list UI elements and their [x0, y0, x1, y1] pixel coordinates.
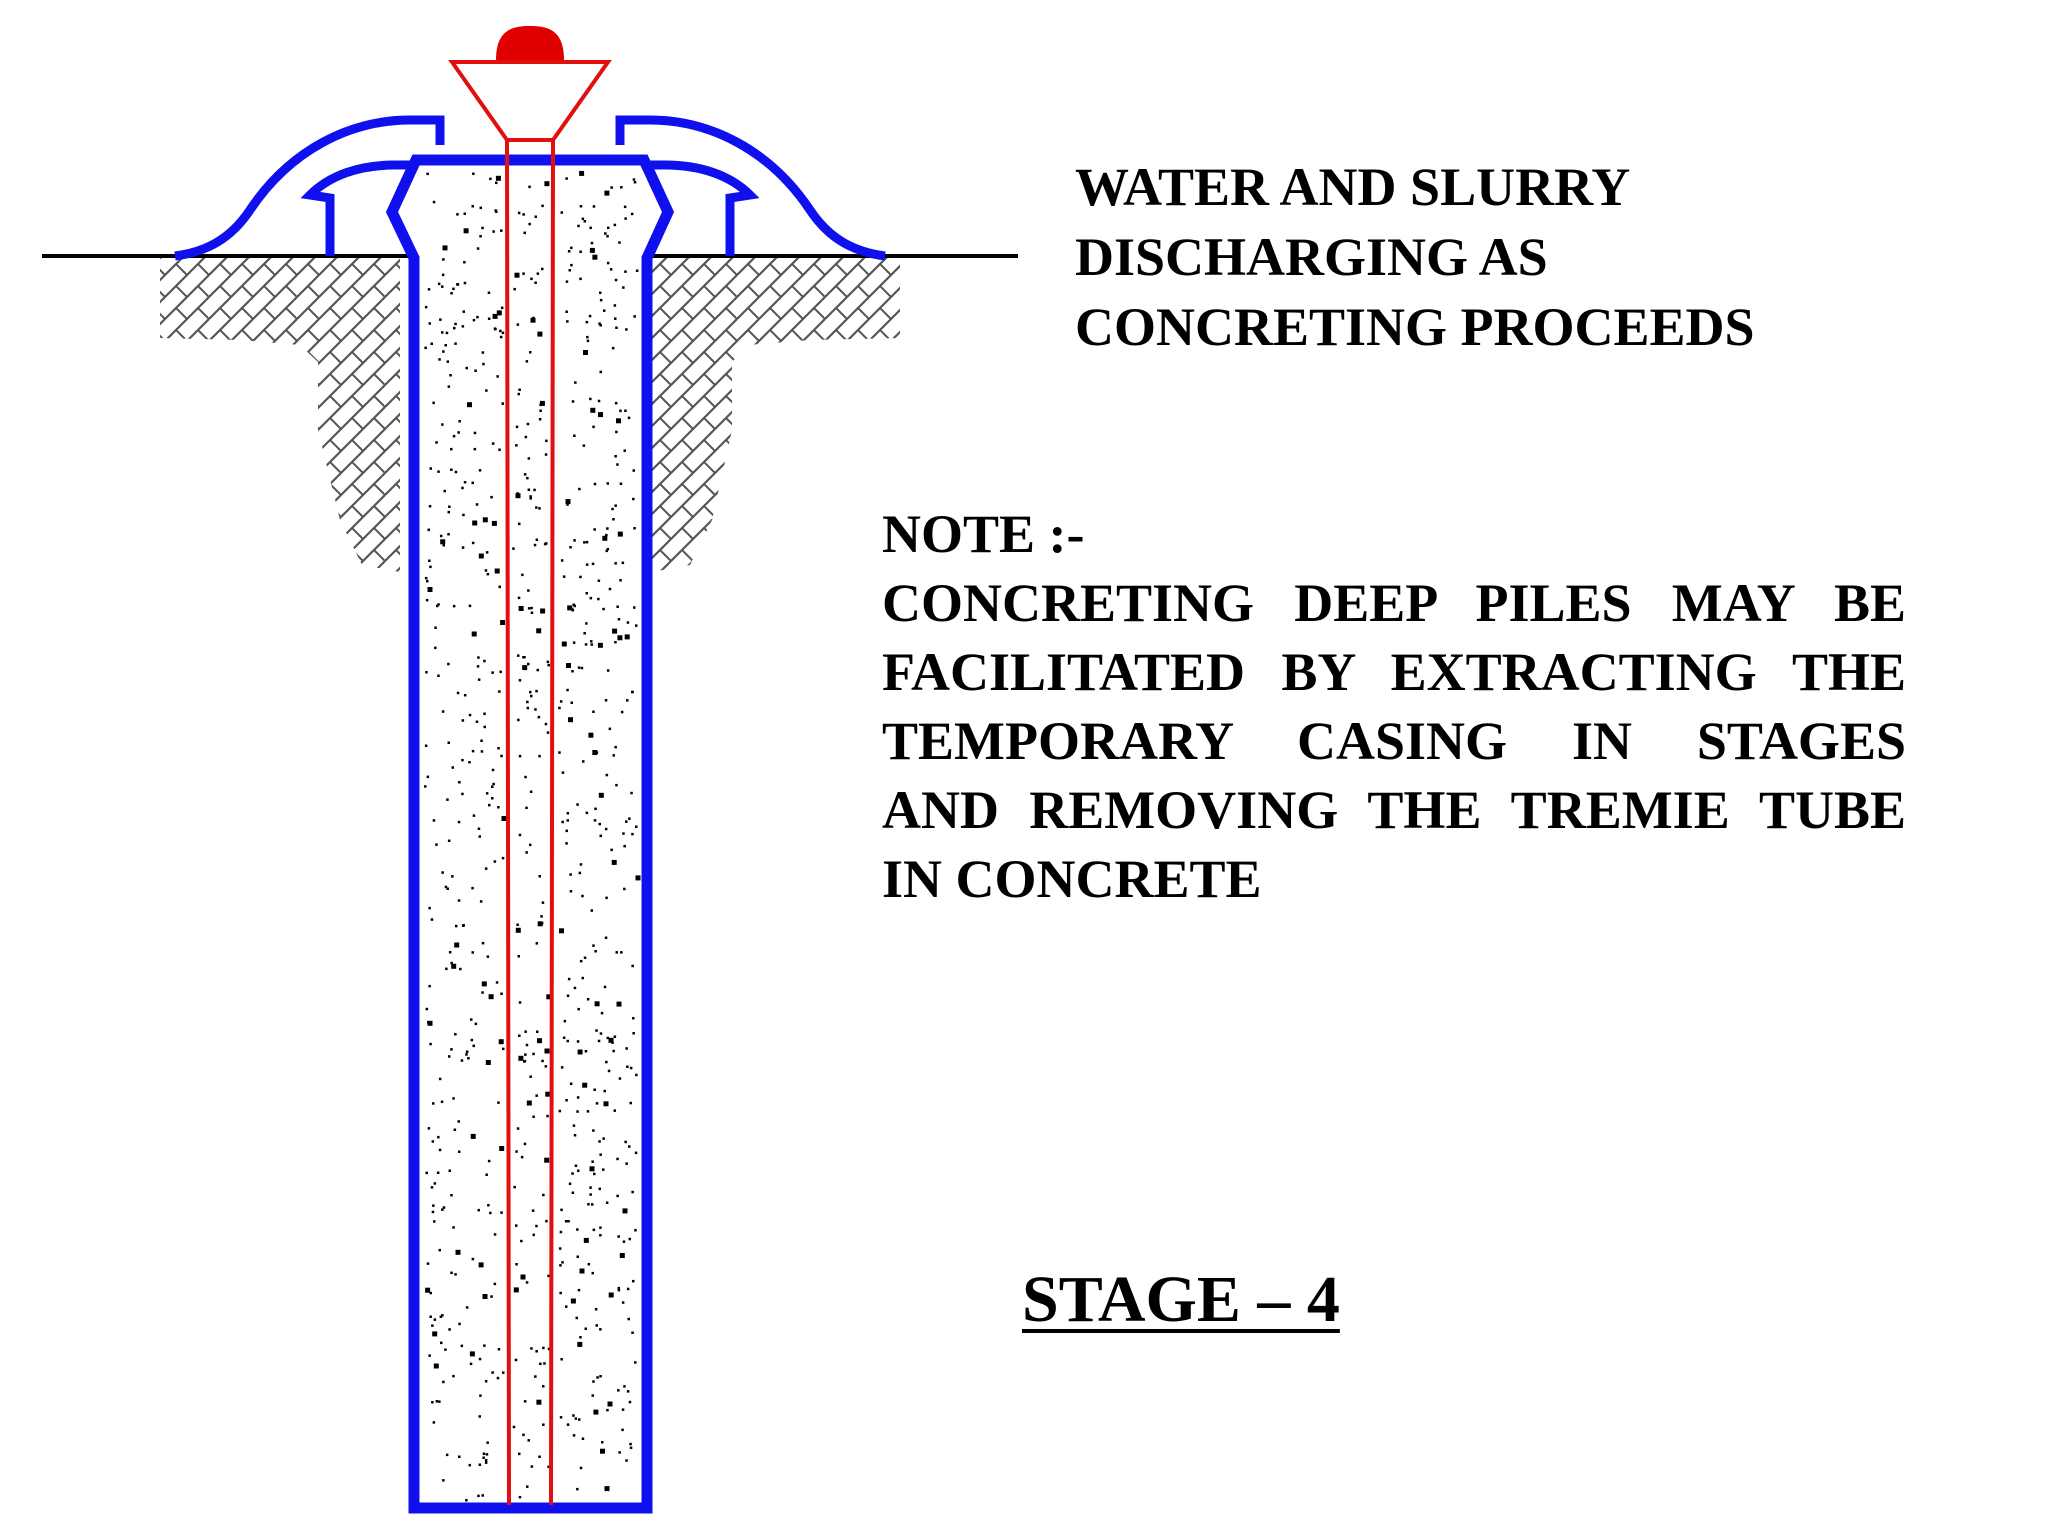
- tremie-tube-left-wall: [505, 139, 511, 1506]
- note-title: NOTE :-: [882, 504, 1085, 564]
- note-line: CONCRETING DEEP PILES MAY BE: [882, 573, 1906, 633]
- right-slurry-channel: [642, 160, 760, 256]
- note-line: TEMPORARY CASING IN STAGES: [882, 711, 1906, 771]
- note-line: IN CONCRETE: [882, 849, 1262, 909]
- discharge-caption-line: CONCRETING PROCEEDS: [1075, 297, 1755, 357]
- concrete-fill: [398, 162, 662, 1505]
- left-discharge-pipe: [174, 115, 445, 261]
- hopper-concrete-cap: [496, 26, 564, 60]
- right-discharge-pipe: [615, 115, 886, 261]
- tremie-hopper: [448, 60, 612, 142]
- soil-right: [652, 258, 900, 572]
- discharge-caption-line: WATER AND SLURRY: [1075, 157, 1631, 217]
- soil-left: [160, 258, 400, 572]
- stage-label: STAGE – 4: [1022, 1263, 1340, 1336]
- discharge-caption-line: DISCHARGING AS: [1075, 227, 1548, 287]
- left-slurry-channel: [300, 160, 418, 256]
- discharge-caption: WATER AND SLURRY DISCHARGING AS CONCRETI…: [1075, 152, 1875, 362]
- tremie-tube-right-wall: [549, 139, 555, 1506]
- note-block: NOTE :- CONCRETING DEEP PILES MAY BE FAC…: [882, 500, 1906, 914]
- note-line: FACILITATED BY EXTRACTING THE: [882, 642, 1906, 702]
- temporary-casing: [385, 154, 675, 1514]
- note-line: AND REMOVING THE TREMIE TUBE: [882, 780, 1906, 840]
